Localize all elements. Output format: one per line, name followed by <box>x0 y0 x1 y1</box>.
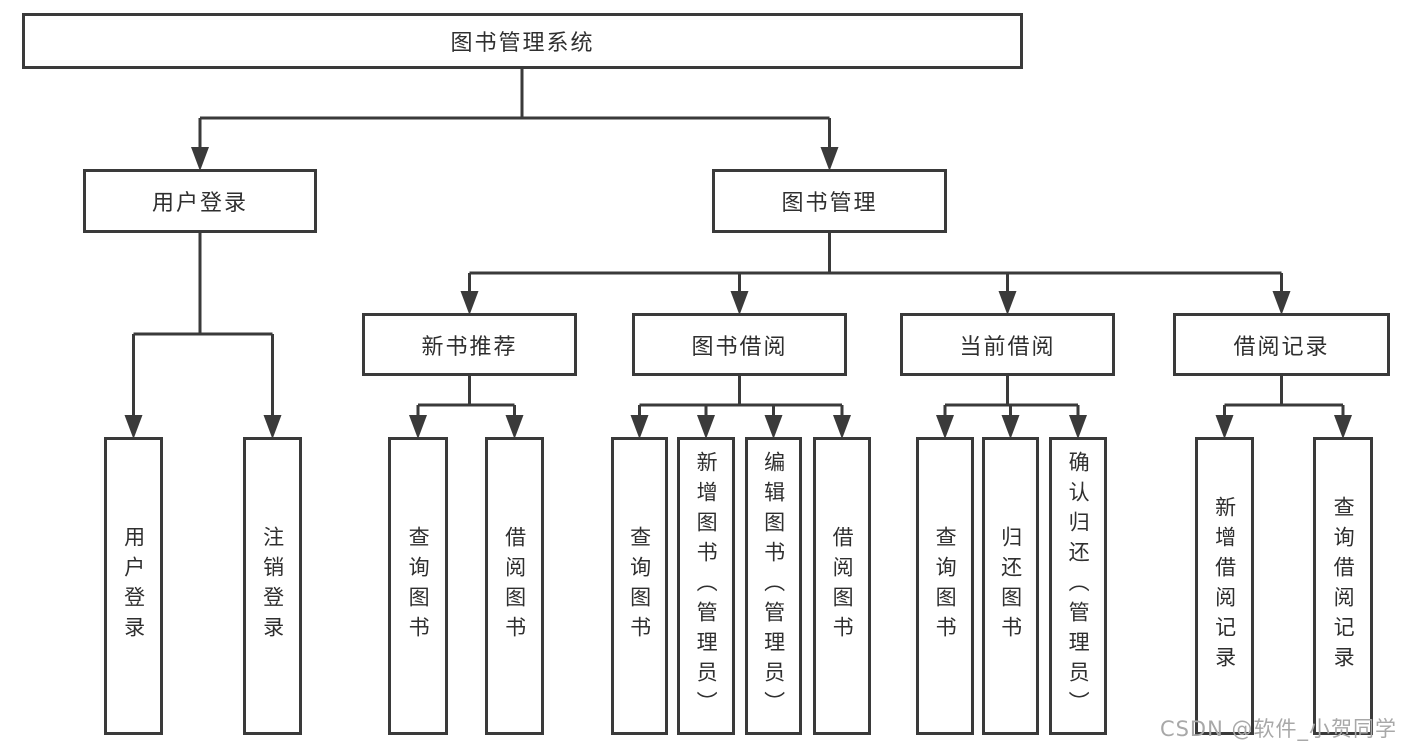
arrow-user-login-icon <box>191 147 209 171</box>
arrow-book-mgmt-icon <box>820 147 839 171</box>
arrow-current-borrow-icon <box>998 291 1017 315</box>
leaf-borrow-add-books-admin-label: 新增图书（管理员） <box>694 451 719 721</box>
edges-current-borrow <box>936 376 1087 439</box>
node-book-management: 图书管理 <box>712 169 947 233</box>
leaf-record-add-borrow-record-label: 新增借阅记录 <box>1212 496 1237 676</box>
leaf-logout-label: 注销登录 <box>260 526 285 646</box>
node-book-management-label: 图书管理 <box>781 191 878 216</box>
arrow-book-borrow-icon <box>730 291 749 315</box>
leaf-record-query-borrow-record: 查询借阅记录 <box>1313 437 1373 735</box>
node-root: 图书管理系统 <box>22 13 1023 69</box>
leaf-borrow-borrow-books: 借阅图书 <box>813 437 871 735</box>
arrow-br-query-icon <box>1334 415 1352 439</box>
edges-root <box>191 69 839 171</box>
arrow-bb-borrow-icon <box>833 415 851 439</box>
arrow-borrow-record-icon <box>1272 291 1291 315</box>
arrow-logout-icon <box>263 415 282 439</box>
leaf-borrow-edit-books-admin-label: 编辑图书（管理员） <box>761 451 786 721</box>
arrow-nb-query-icon <box>409 415 427 439</box>
node-book-borrowing-label: 图书借阅 <box>691 334 788 360</box>
node-current-borrowing-label: 当前借阅 <box>959 334 1056 360</box>
arrow-nb-borrow-icon <box>505 415 524 439</box>
leaf-borrow-query-books-label: 查询图书 <box>627 526 652 646</box>
edges-user-login <box>124 232 282 439</box>
arrow-cb-query-icon <box>936 415 954 439</box>
node-borrowing-records-label: 借阅记录 <box>1233 334 1330 360</box>
arrow-bb-add-icon <box>697 415 715 439</box>
arrow-cb-return-icon <box>1001 415 1020 439</box>
node-user-login-label: 用户登录 <box>151 191 248 216</box>
leaf-current-return-books: 归还图书 <box>982 437 1039 735</box>
watermark: CSDN @软件_小贺同学 <box>1159 717 1397 741</box>
leaf-current-return-books-label: 归还图书 <box>998 526 1023 646</box>
arrow-bb-query-icon <box>630 415 649 439</box>
leaf-newbook-borrow-books: 借阅图书 <box>485 437 544 735</box>
leaf-current-query-books: 查询图书 <box>916 437 974 735</box>
leaf-logout: 注销登录 <box>243 437 302 735</box>
leaf-current-confirm-return-admin: 确认归还（管理员） <box>1049 437 1107 735</box>
leaf-current-confirm-return-admin-label: 确认归还（管理员） <box>1066 451 1091 721</box>
arrow-br-add-icon <box>1215 415 1234 439</box>
leaf-record-query-borrow-record-label: 查询借阅记录 <box>1331 496 1356 676</box>
node-root-label: 图书管理系统 <box>450 31 595 56</box>
arrow-bb-edit-icon <box>764 415 783 439</box>
edges-new-book <box>409 376 524 439</box>
leaf-borrow-query-books: 查询图书 <box>611 437 668 735</box>
arrow-cb-confirm-icon <box>1069 415 1087 439</box>
leaf-borrow-edit-books-admin: 编辑图书（管理员） <box>745 437 802 735</box>
leaf-user-login: 用户登录 <box>104 437 163 735</box>
leaf-newbook-query-books-label: 查询图书 <box>406 526 431 646</box>
node-new-book-recommend-label: 新书推荐 <box>421 334 518 360</box>
arrow-new-book-icon <box>460 291 479 315</box>
node-current-borrowing: 当前借阅 <box>900 313 1115 376</box>
node-borrowing-records: 借阅记录 <box>1173 313 1390 376</box>
leaf-record-add-borrow-record: 新增借阅记录 <box>1195 437 1254 735</box>
leaf-newbook-query-books: 查询图书 <box>388 437 448 735</box>
node-book-borrowing: 图书借阅 <box>632 313 847 376</box>
node-user-login: 用户登录 <box>83 169 317 233</box>
arrow-login-icon <box>124 415 143 439</box>
leaf-user-login-label: 用户登录 <box>121 526 146 646</box>
edges-book-borrow <box>630 376 851 439</box>
node-new-book-recommend: 新书推荐 <box>362 313 577 376</box>
edges-book-mgmt <box>460 232 1291 315</box>
leaf-borrow-add-books-admin: 新增图书（管理员） <box>677 437 735 735</box>
leaf-newbook-borrow-books-label: 借阅图书 <box>502 526 527 646</box>
edges-borrow-record <box>1215 376 1352 439</box>
leaf-borrow-borrow-books-label: 借阅图书 <box>830 526 855 646</box>
leaf-current-query-books-label: 查询图书 <box>933 526 958 646</box>
